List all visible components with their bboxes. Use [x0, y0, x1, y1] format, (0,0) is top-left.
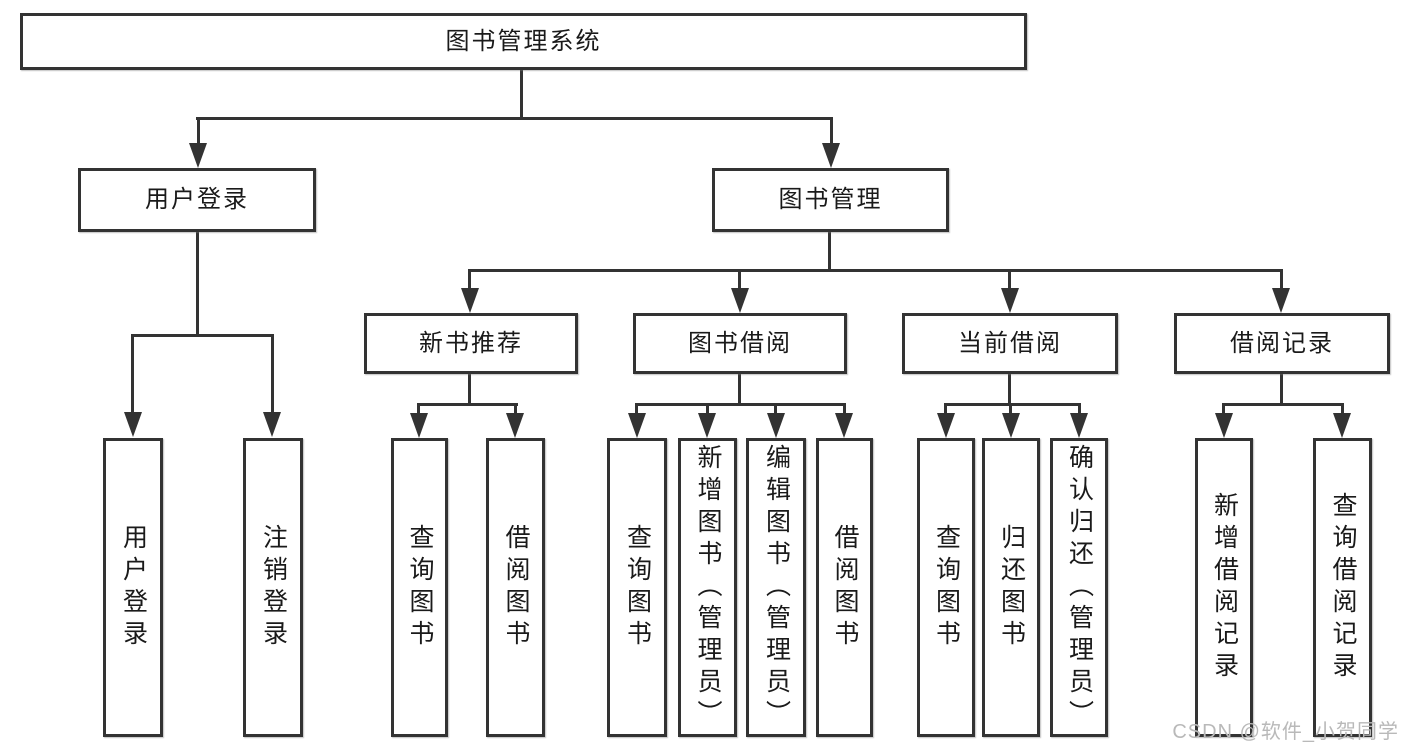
connector-records-trunk: [1280, 374, 1283, 406]
connector-user-login-stub: [197, 117, 200, 146]
connector-cur-confirm-stub: [1078, 403, 1081, 415]
csdn-watermark: CSDN @软件_小贺同学: [1172, 721, 1399, 743]
connector-records-hbar: [1222, 403, 1343, 406]
connector-logout-leaf-stub: [271, 334, 274, 413]
leaf-borrowing-query-books-label: 查询图书: [623, 523, 652, 652]
leaf-recommend-borrow-books-label: 借阅图书: [502, 523, 530, 652]
arrowhead-logout-leaf: [263, 412, 281, 437]
leaf-query-borrow-record-label: 查询借阅记录: [1329, 491, 1357, 684]
leaf-recommend-query-books: 查询图书: [391, 438, 448, 737]
leaf-borrowing-query-books: 查询图书: [607, 438, 667, 737]
leaf-user-login: 用户登录: [103, 438, 163, 737]
leaf-query-borrow-record: 查询借阅记录: [1313, 438, 1372, 737]
arrowhead-bor-add: [698, 413, 716, 438]
arrowhead-user-login: [189, 143, 207, 168]
leaf-edit-books-admin: 编辑图书（管理员）: [746, 438, 806, 737]
connector-records-stub: [1280, 269, 1283, 290]
box-user-login-label: 用户登录: [145, 186, 249, 213]
leaf-logout: 注销登录: [243, 438, 303, 737]
arrowhead-rec-query: [410, 413, 428, 438]
arrowhead-rec-borrow: [506, 413, 524, 438]
box-borrowing-records-label: 借阅记录: [1230, 329, 1334, 357]
leaf-add-books-admin-label: 新增图书（管理员）: [694, 443, 722, 732]
connector-borrowing-trunk: [738, 374, 741, 406]
box-current-borrowing-label: 当前借阅: [958, 329, 1062, 357]
connector-current-hbar: [944, 403, 1081, 406]
leaf-recommend-query-books-label: 查询图书: [406, 523, 434, 652]
box-book-borrowing-label: 图书借阅: [688, 329, 792, 357]
connector-current-stub: [1008, 269, 1011, 290]
arrowhead-book-mgmt: [822, 143, 840, 168]
leaf-logout-label: 注销登录: [259, 523, 288, 652]
connector-login-leaf-stub: [131, 334, 134, 413]
arrowhead-current: [1001, 288, 1019, 313]
leaf-recommend-borrow-books: 借阅图书: [486, 438, 545, 737]
leaf-confirm-return-admin: 确认归还（管理员）: [1050, 438, 1108, 737]
box-new-book-recommendation: 新书推荐: [364, 313, 578, 374]
connector-level2-hbar: [196, 117, 833, 120]
box-new-book-recommendation-label: 新书推荐: [419, 329, 523, 357]
connector-recommend-stub: [468, 269, 471, 290]
connector-borrowing-stub: [738, 269, 741, 290]
leaf-confirm-return-admin-label: 确认归还（管理员）: [1065, 443, 1094, 732]
leaf-return-books-label: 归还图书: [997, 523, 1026, 652]
arrowhead-recommend: [461, 288, 479, 313]
box-current-borrowing: 当前借阅: [902, 313, 1118, 374]
connector-current-trunk: [1008, 374, 1011, 406]
connector-recommend-hbar: [417, 403, 518, 406]
leaf-user-login-label: 用户登录: [119, 523, 148, 652]
leaf-borrowing-borrow-books: 借阅图书: [816, 438, 873, 737]
connector-rec-qry-stub: [1341, 403, 1344, 415]
arrowhead-recadd: [1215, 413, 1233, 438]
connector-rec-add-stub: [1222, 403, 1225, 415]
box-user-login: 用户登录: [78, 168, 316, 232]
arrowhead-cur-return: [1002, 413, 1020, 438]
connector-bor-borrow-stub: [843, 403, 846, 415]
connector-bor-add-stub: [706, 403, 709, 415]
box-borrowing-records: 借阅记录: [1174, 313, 1390, 374]
connector-recommend-trunk: [468, 374, 471, 406]
arrowhead-records: [1272, 288, 1290, 313]
leaf-current-query-books-label: 查询图书: [932, 523, 961, 652]
arrowhead-bor-edit: [767, 413, 785, 438]
connector-book-mgmt-stub: [830, 117, 833, 146]
connector-root-trunk: [520, 67, 523, 118]
arrowhead-cur-query: [937, 413, 955, 438]
leaf-borrowing-borrow-books-label: 借阅图书: [831, 523, 859, 652]
connector-bor-edit-stub: [774, 403, 777, 415]
connector-rec-borrow-stub: [514, 403, 517, 415]
box-book-management-label: 图书管理: [778, 186, 883, 213]
connector-borrowing-hbar: [635, 403, 846, 406]
connector-level3-hbar: [468, 269, 1283, 272]
leaf-current-query-books: 查询图书: [917, 438, 975, 737]
box-library-management-system: 图书管理系统: [20, 13, 1027, 70]
leaf-add-books-admin: 新增图书（管理员）: [678, 438, 737, 737]
arrowhead-cur-confirm: [1070, 413, 1088, 438]
arrowhead-recqry: [1333, 413, 1351, 438]
arrowhead-borrowing: [731, 288, 749, 313]
arrowhead-bor-borrow: [835, 413, 853, 438]
arrowhead-bor-query: [628, 413, 646, 438]
connector-cur-return-stub: [1009, 403, 1012, 415]
connector-cur-query-stub: [944, 403, 947, 415]
leaf-return-books: 归还图书: [982, 438, 1040, 737]
box-book-borrowing: 图书借阅: [633, 313, 847, 374]
leaf-add-borrow-record-label: 新增借阅记录: [1210, 491, 1239, 684]
leaf-add-borrow-record: 新增借阅记录: [1195, 438, 1253, 737]
box-library-management-system-label: 图书管理系统: [445, 27, 602, 55]
connector-bor-query-stub: [635, 403, 638, 415]
box-book-management: 图书管理: [712, 168, 949, 232]
leaf-edit-books-admin-label: 编辑图书（管理员）: [762, 443, 791, 732]
connector-user-login-trunk: [196, 232, 199, 335]
connector-book-mgmt-trunk: [828, 232, 831, 272]
connector-rec-query-stub: [417, 403, 420, 415]
arrowhead-login-leaf: [124, 412, 142, 437]
connector-user-login-hbar: [131, 334, 274, 337]
